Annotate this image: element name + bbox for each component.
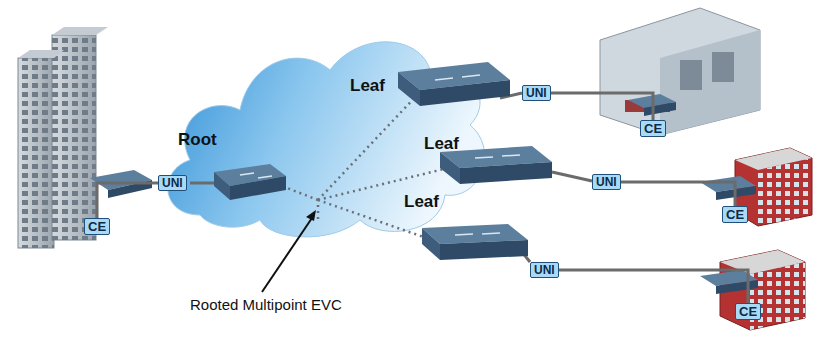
root-label: Root — [178, 130, 217, 150]
pointer-head — [306, 210, 316, 221]
ce-tag: CE — [735, 303, 761, 320]
ce-device — [700, 176, 756, 200]
access-cable — [621, 182, 735, 206]
pointer-line — [262, 215, 314, 292]
uni-tag: UNI — [158, 175, 187, 191]
access-cables — [190, 93, 592, 262]
ce-tag: CE — [722, 206, 748, 223]
access-cable — [559, 270, 748, 303]
root-switch — [214, 164, 286, 200]
tag-text: CE — [726, 207, 744, 222]
leaf-label: Leaf — [424, 134, 459, 154]
tag-text: CE — [88, 219, 106, 234]
evc-lines — [282, 92, 448, 240]
branch-building — [600, 8, 760, 135]
tag-text: UNI — [596, 175, 617, 189]
access-cable — [551, 93, 653, 120]
leaf-switch — [398, 62, 510, 106]
tag-text: CE — [644, 121, 662, 136]
leaf-label: Leaf — [350, 76, 385, 96]
leaf-switch — [422, 224, 528, 260]
access-cable — [97, 183, 158, 218]
evc-caption: Rooted Multipoint EVC — [190, 296, 342, 313]
ce-tag: CE — [640, 120, 666, 137]
ce-tag: CE — [84, 218, 110, 235]
tag-text: UNI — [534, 263, 555, 277]
uni-tag: UNI — [530, 262, 559, 278]
uni-tag: UNI — [592, 174, 621, 190]
tag-text: UNI — [162, 176, 183, 190]
tag-text: CE — [739, 304, 757, 319]
tag-text: UNI — [526, 86, 547, 100]
uni-tag: UNI — [522, 85, 551, 101]
hq-building — [18, 27, 108, 248]
leaf-label: Leaf — [404, 192, 439, 212]
